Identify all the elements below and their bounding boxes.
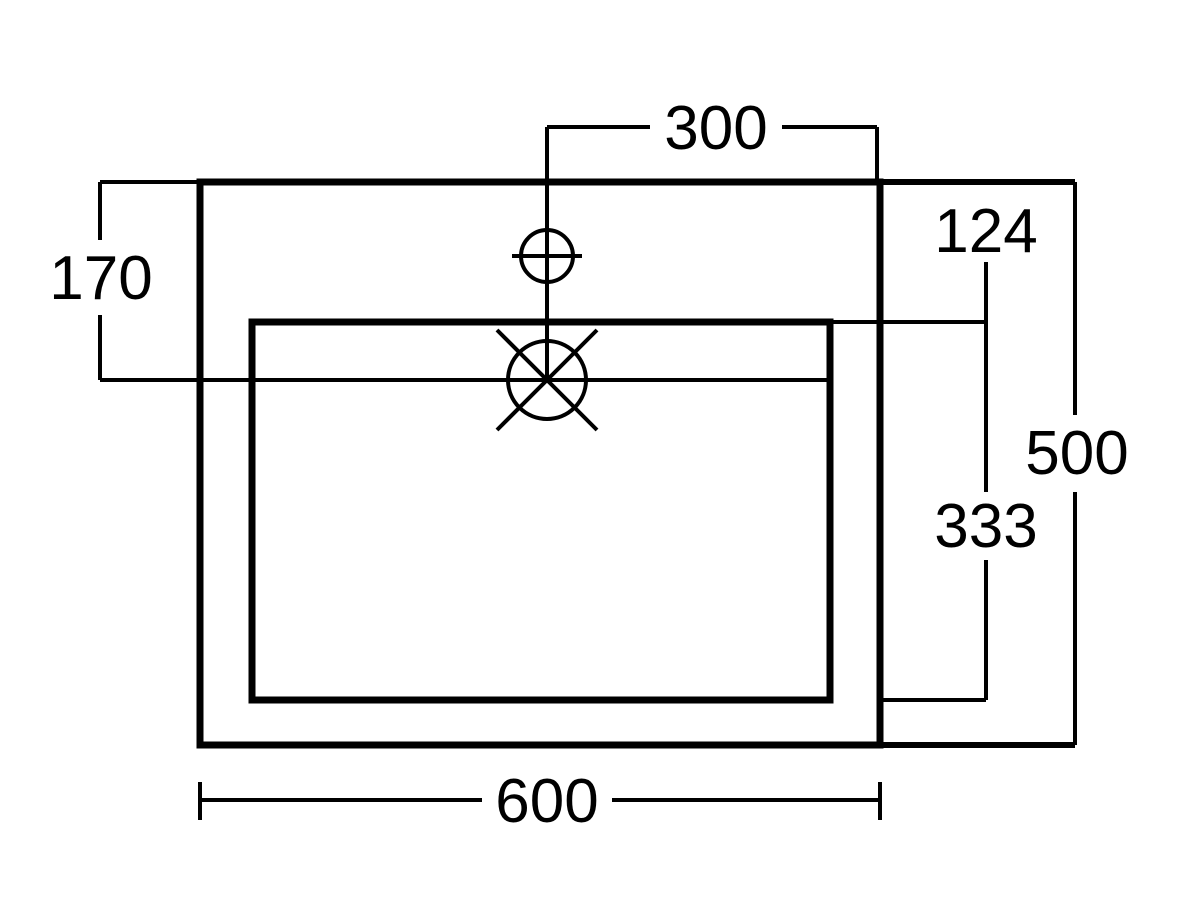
dim-top-tap-offset-label: 300 — [664, 94, 767, 163]
basin-outer-outline — [196, 178, 884, 749]
dim-overall-width-label: 600 — [495, 767, 598, 836]
dim-bowl-depth-label: 333 — [934, 492, 1037, 561]
basin-bowl-outline — [248, 318, 834, 704]
dim-overall-depth-label: 500 — [1025, 419, 1128, 488]
dim-rim-to-bowl-label: 124 — [934, 197, 1037, 266]
dim-left-waste-depth-label: 170 — [49, 244, 152, 313]
